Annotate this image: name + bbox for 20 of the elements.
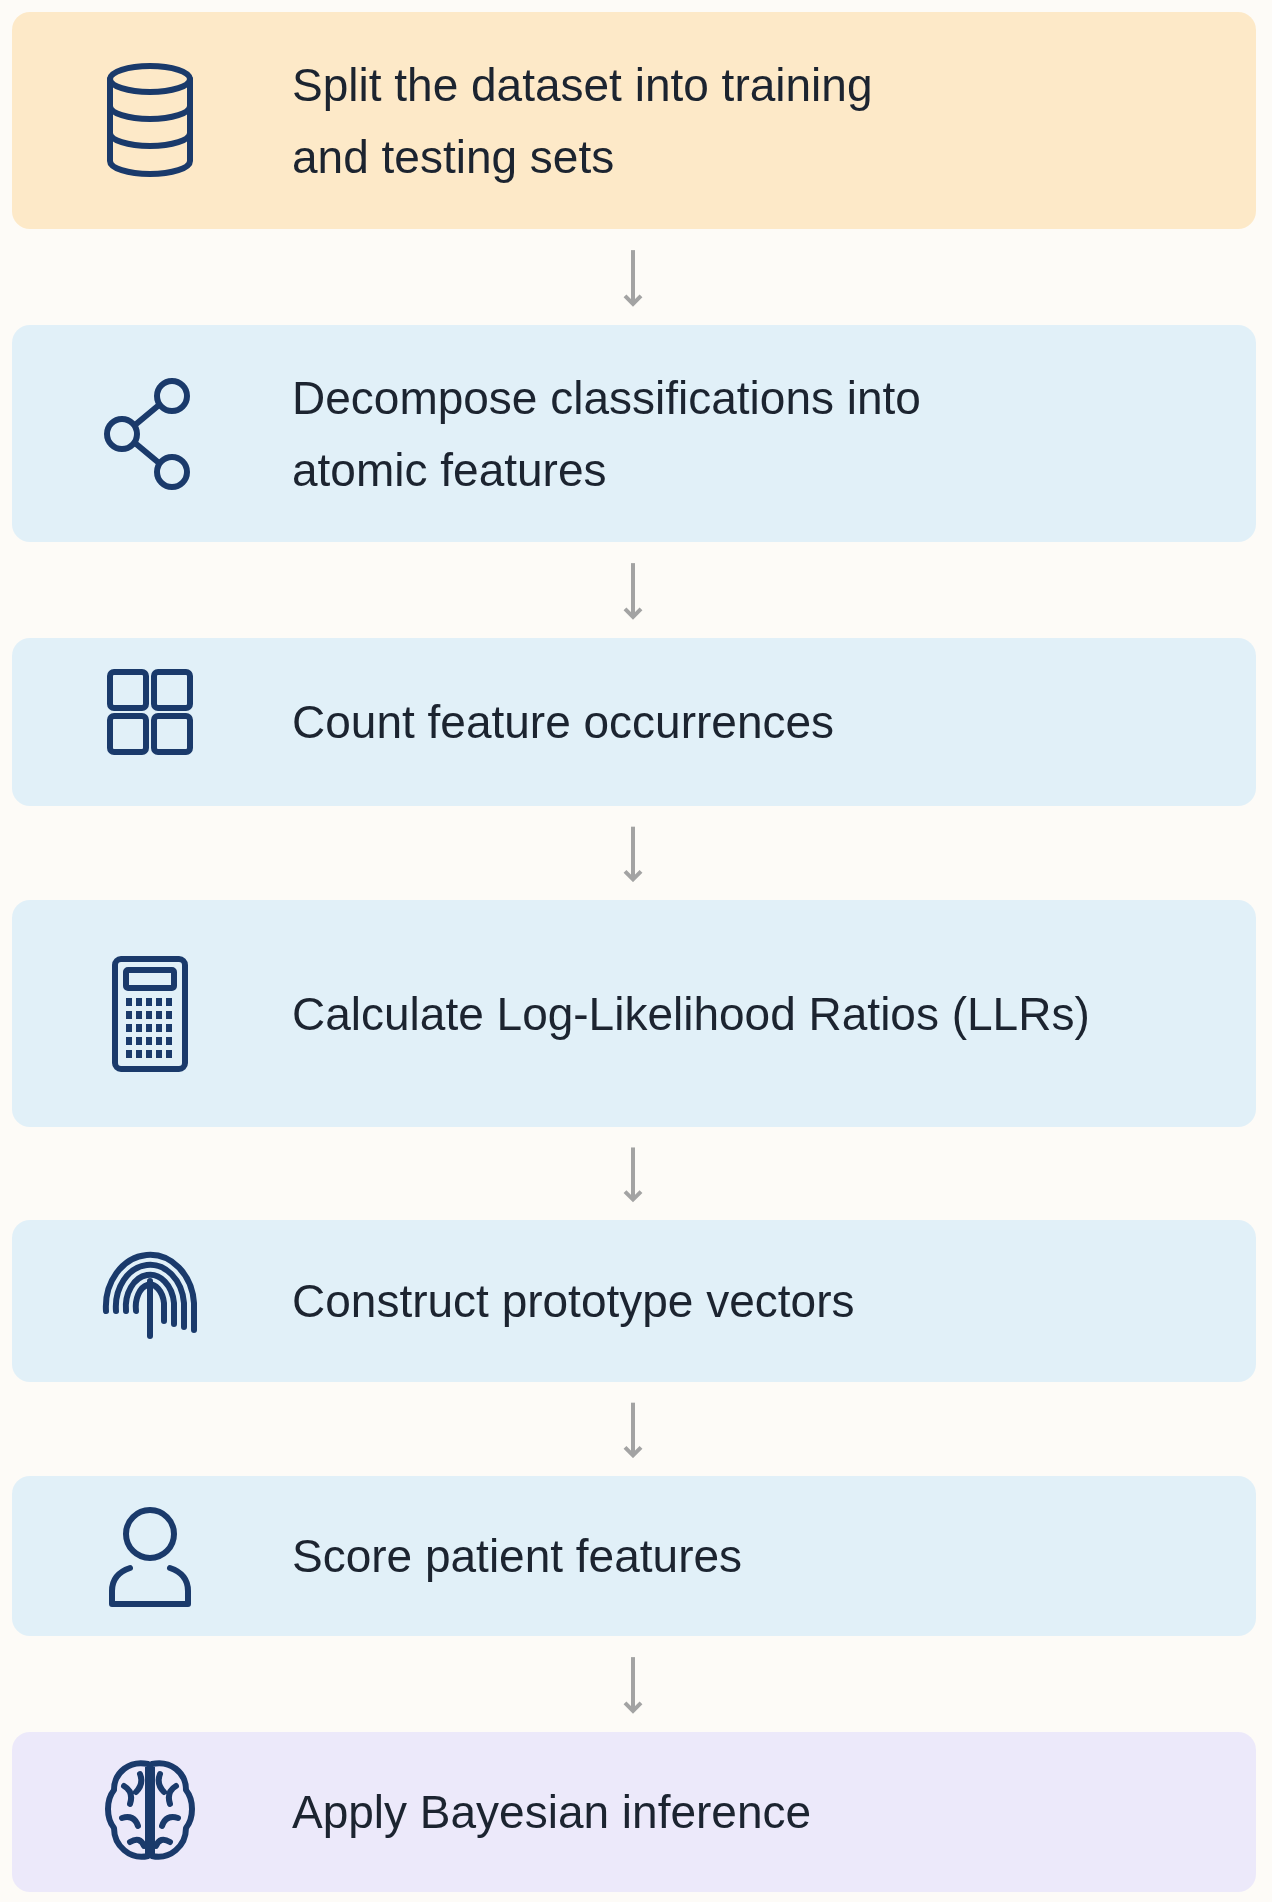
step-text: Decompose classifications into atomic features [292, 370, 922, 498]
arrow [623, 1147, 643, 1202]
process-box [12, 12, 1256, 229]
process-box [12, 1476, 1256, 1636]
process-box [12, 638, 1256, 806]
arrow [623, 1402, 643, 1458]
process-box [12, 1220, 1256, 1382]
step-text: Count feature occurrences [292, 695, 836, 750]
step-text: Apply Bayesian inference [292, 1785, 813, 1840]
arrow [623, 250, 643, 306]
process-box [12, 900, 1256, 1127]
step-text: Calculate Log-Likelihood Ratios (LLRs) [292, 986, 1091, 1042]
process-box [12, 1732, 1256, 1892]
arrow [623, 826, 643, 882]
process-box [12, 325, 1256, 542]
arrow [623, 1657, 643, 1713]
step-text: Score patient features [292, 1529, 744, 1584]
arrow [623, 563, 643, 619]
step-text: Split the dataset into training and testing sets [292, 57, 874, 185]
step-text: Construct prototype vectors [292, 1274, 856, 1329]
